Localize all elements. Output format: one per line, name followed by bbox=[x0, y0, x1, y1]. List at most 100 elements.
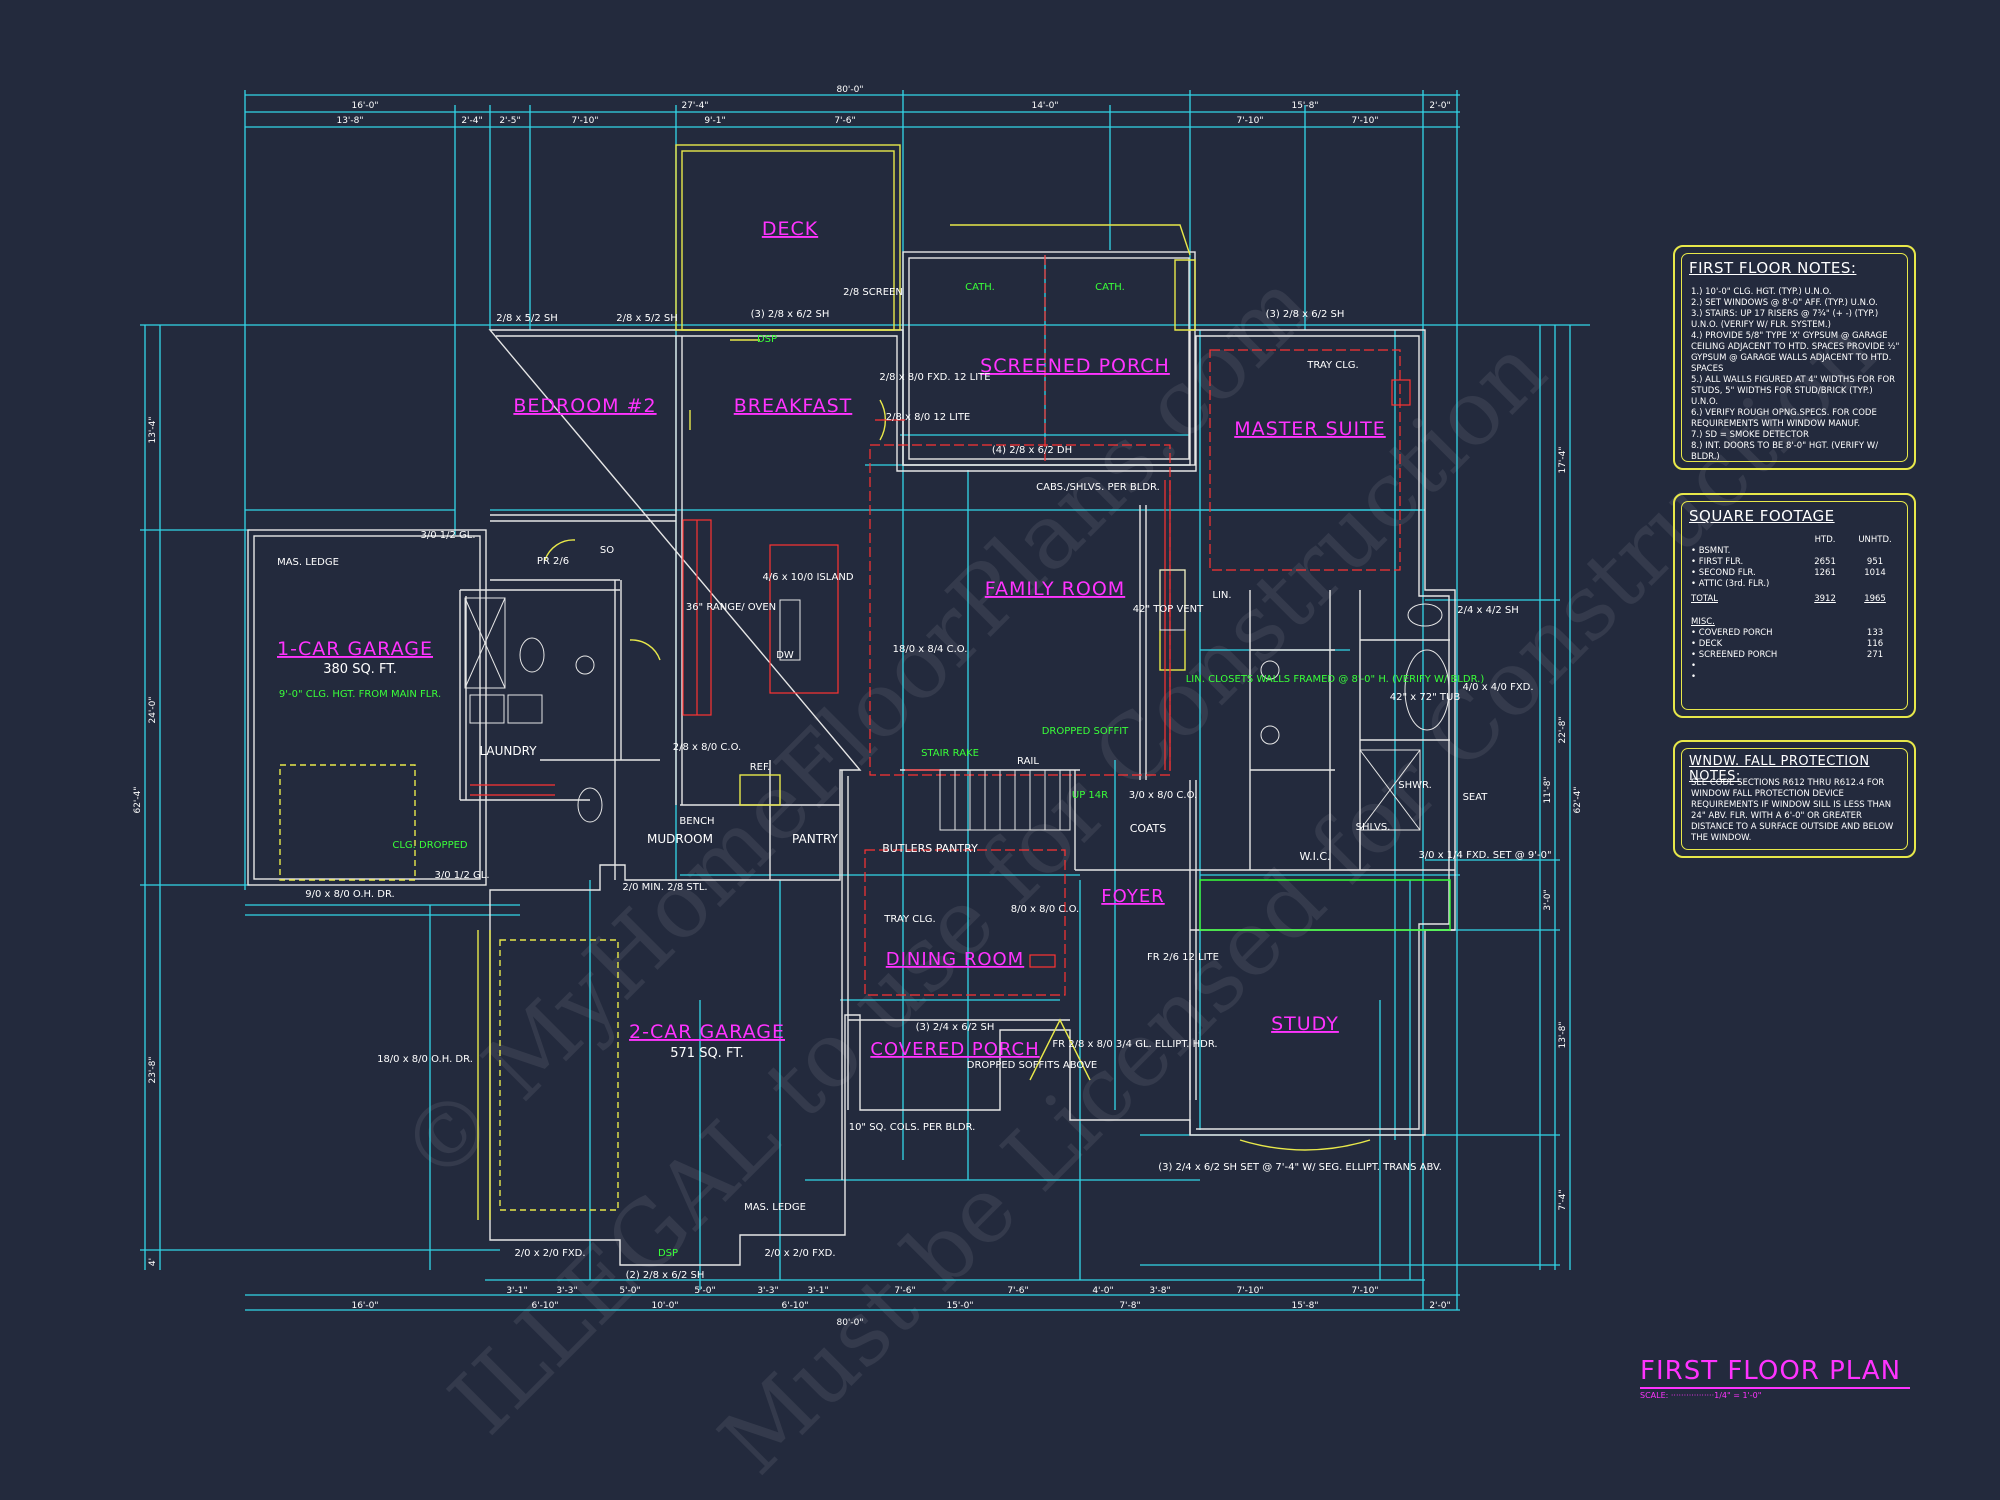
notes-list: 1.) 10'-0" CLG. HGT. (TYP.) U.N.O. 2.) S… bbox=[1691, 287, 1900, 463]
misc-title: MISC. bbox=[1691, 617, 1715, 627]
dim-bot2-4: 5'-0" bbox=[694, 1286, 715, 1296]
square-footage-panel: SQUARE FOOTAGE HTD.UNHTD. • BSMNT. • FIR… bbox=[1673, 493, 1916, 718]
note-tub: 42" x 72" TUB bbox=[1390, 692, 1461, 703]
note-pr26: PR 2/6 bbox=[537, 556, 569, 567]
note-dsp2: DSP bbox=[658, 1248, 678, 1259]
dim-bot-8: 2'-0" bbox=[1429, 1301, 1450, 1311]
note-win-fxd2: 3/0 x 1/4 FXD. SET @ 9'-0" bbox=[1418, 850, 1551, 861]
note-win-garage: (2) 2/8 x 6/2 SH bbox=[626, 1270, 705, 1281]
note-mas-ledge2: MAS. LEDGE bbox=[744, 1202, 806, 1213]
misc-row: • bbox=[1691, 672, 1900, 683]
sqft-label: TOTAL bbox=[1691, 594, 1718, 604]
note-island: 4/6 x 10/0 ISLAND bbox=[762, 572, 853, 583]
stair bbox=[939, 769, 1071, 831]
dim-bot2-12: 7'-10" bbox=[1351, 1286, 1378, 1296]
sqft-label: • ATTIC (3rd. FLR.) bbox=[1691, 579, 1770, 589]
dim-bot-3: 10'-0" bbox=[651, 1301, 678, 1311]
plan-title: FIRST FLOOR PLAN bbox=[1640, 1355, 1910, 1389]
room-screened-porch: SCREENED PORCH bbox=[980, 355, 1170, 377]
note-ref: REF. bbox=[750, 762, 771, 773]
dim-bot-4: 6'-10" bbox=[781, 1301, 808, 1311]
note-fr-door: FR 2/8 x 8/0 3/4 GL. ELLIPT. HDR. bbox=[1052, 1039, 1217, 1050]
note-top-vent: 42" TOP VENT bbox=[1133, 604, 1204, 615]
dim-top-overall: 80'-0" bbox=[836, 85, 863, 95]
room-master-suite: MASTER SUITE bbox=[1234, 418, 1386, 440]
note-fxd-lite: 2/8 x 8/0 FXD. 12 LITE bbox=[879, 372, 990, 383]
dim-bot2-1: 3'-1" bbox=[506, 1286, 527, 1296]
note-win-break: (3) 2/8 x 6/2 SH bbox=[751, 309, 830, 320]
room-covered-porch: COVERED PORCH bbox=[870, 1039, 1039, 1060]
note-item: 2.) SET WINDOWS @ 8'-0" AFF. (TYP.) U.N.… bbox=[1691, 298, 1878, 308]
room-laundry: LAUNDRY bbox=[479, 744, 537, 758]
first-floor-notes-panel: FIRST FLOOR NOTES: 1.) 10'-0" CLG. HGT. … bbox=[1673, 245, 1916, 470]
note-mas-ledge: MAS. LEDGE bbox=[277, 557, 339, 568]
sqft-unhtd: 1014 bbox=[1864, 568, 1886, 578]
sqft-htd: 1261 bbox=[1814, 568, 1836, 578]
note-win-bed: 2/8 x 5/2 SH bbox=[496, 313, 558, 324]
plumbing-fixtures bbox=[464, 569, 1450, 831]
misc-val: 133 bbox=[1866, 628, 1884, 638]
dim-right-6: 13'-8" bbox=[1558, 1021, 1568, 1048]
note-win-master: (3) 2/8 x 6/2 SH bbox=[1266, 309, 1345, 320]
note-shwr: SHWR. bbox=[1398, 780, 1432, 791]
note-item: 6.) VERIFY ROUGH OPNG.SPECS. FOR CODE RE… bbox=[1691, 408, 1877, 429]
dim-top-5: 2'-0" bbox=[1429, 101, 1450, 111]
note-dsp: DSP bbox=[757, 334, 777, 345]
note-min: 2/0 MIN. 2/8 STL. bbox=[622, 882, 707, 893]
panel-border bbox=[1681, 748, 1908, 850]
panel-title: WNDW. FALL PROTECTION NOTES: bbox=[1689, 754, 1870, 784]
misc-label: • COVERED PORCH bbox=[1691, 628, 1773, 638]
dim-top2-2: 2'-4" bbox=[461, 116, 482, 126]
dim-left-2: 24'-0" bbox=[148, 696, 158, 723]
sqft-row: • ATTIC (3rd. FLR.) bbox=[1691, 579, 1900, 590]
dim-bot2-6: 3'-1" bbox=[807, 1286, 828, 1296]
dim-bot-6: 7'-8" bbox=[1119, 1301, 1140, 1311]
dim-top2-8: 7'-10" bbox=[1351, 116, 1378, 126]
note-seat: SEAT bbox=[1463, 792, 1489, 803]
sqft-row: • BSMNT. bbox=[1691, 546, 1900, 557]
note-fxd1: 2/0 x 2/0 FXD. bbox=[514, 1248, 585, 1259]
note-co2: 3/0 x 8/0 C.O. bbox=[1129, 790, 1197, 801]
room-wic: W.I.C. bbox=[1299, 850, 1330, 863]
note-clg-dropped: CLG. DROPPED bbox=[392, 840, 468, 851]
dim-left-1: 13'-4" bbox=[148, 416, 158, 443]
dim-bot2-7: 7'-6" bbox=[894, 1286, 915, 1296]
red-elements bbox=[470, 255, 1411, 996]
note-so: SO bbox=[600, 545, 614, 556]
room-butlers-pantry: BUTLERS PANTRY bbox=[882, 842, 978, 855]
room-family-room: FAMILY ROOM bbox=[985, 578, 1125, 600]
misc-label: • bbox=[1691, 672, 1697, 682]
sqft-label: • BSMNT. bbox=[1691, 546, 1731, 556]
misc-val bbox=[1850, 672, 1900, 683]
room-dining: DINING ROOM bbox=[886, 949, 1024, 970]
note-win-fam: (4) 2/8 x 6/2 DH bbox=[992, 445, 1072, 456]
misc-row: • COVERED PORCH 133 bbox=[1691, 628, 1900, 639]
room-garage2: 2-CAR GARAGE bbox=[629, 1021, 785, 1043]
note-win-bed2: 2/8 x 5/2 SH bbox=[616, 313, 678, 324]
note-stair: STAIR RAKE bbox=[921, 748, 979, 759]
note-shlvs: SHLVS. bbox=[1356, 822, 1391, 833]
dim-bot-5: 15'-0" bbox=[946, 1301, 973, 1311]
note-lite12: 2/8 x 8/0 12 LITE bbox=[886, 412, 971, 423]
dim-left-4: 23'-8" bbox=[148, 1056, 158, 1083]
note-lin-closets: LIN. CLOSETS WALLS FRAMED @ 8'-0" H. (VE… bbox=[1186, 674, 1485, 685]
note-up: UP 14R bbox=[1072, 790, 1108, 801]
fall-protection-panel: WNDW. FALL PROTECTION NOTES: SEE CODE SE… bbox=[1673, 740, 1916, 858]
room-study: STUDY bbox=[1271, 1013, 1339, 1035]
note-gl1: 3/0 1/2 GL. bbox=[420, 530, 475, 541]
dim-top2-5: 9'-1" bbox=[704, 116, 725, 126]
dim-top2-6: 7'-6" bbox=[834, 116, 855, 126]
sqft-htd: 2651 bbox=[1814, 557, 1836, 567]
dim-bot2-2: 3'-3" bbox=[556, 1286, 577, 1296]
dim-left-3: 62'-4" bbox=[133, 786, 143, 813]
note-cabs: CABS./SHLVS. PER BLDR. bbox=[1036, 482, 1160, 493]
head-unhtd: UNHTD. bbox=[1858, 535, 1892, 545]
note-screen: 2/8 SCREEN bbox=[843, 287, 903, 298]
note-dropped-soffit: DROPPED SOFFIT bbox=[1042, 726, 1129, 737]
dim-top-3: 14'-0" bbox=[1031, 101, 1058, 111]
